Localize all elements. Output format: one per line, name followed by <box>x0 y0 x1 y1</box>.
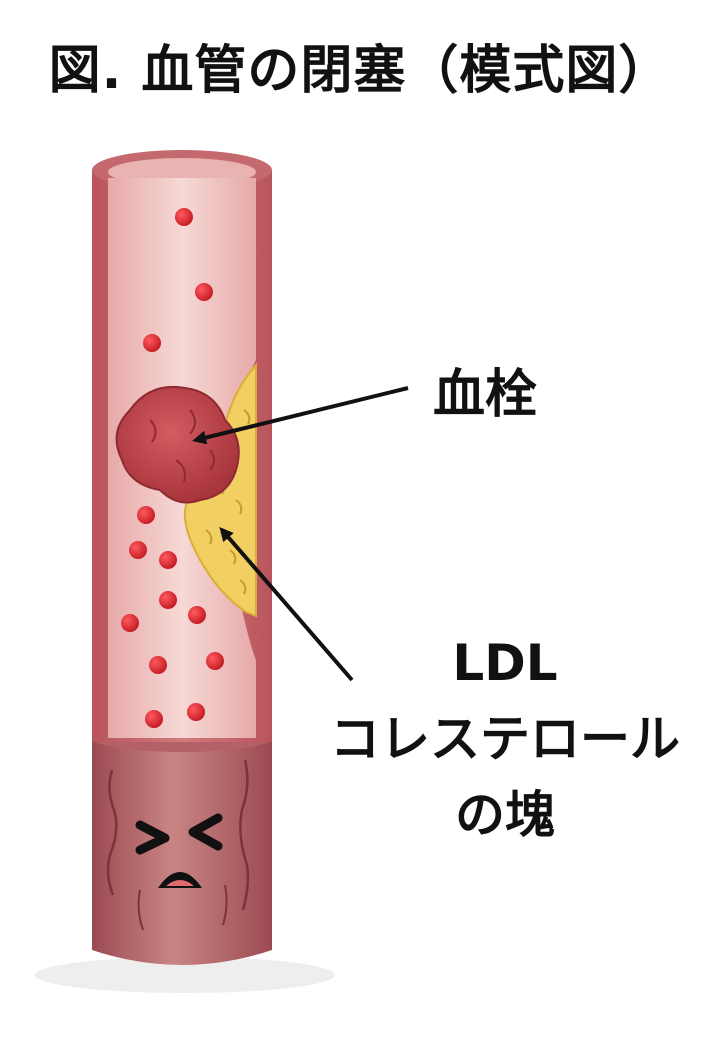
blood-cell <box>188 606 206 624</box>
blood-cell <box>137 506 155 524</box>
vessel-outer-section <box>92 724 272 965</box>
plaque-arrow <box>219 526 354 682</box>
blood-cell <box>195 283 213 301</box>
ldl-label-line3: の塊 <box>455 786 555 844</box>
ground-shadow <box>35 957 335 993</box>
blood-cell <box>175 208 193 226</box>
ldl-label: LDL コレステロール の塊 <box>300 625 710 853</box>
blood-cell <box>187 703 205 721</box>
blood-cell <box>159 551 177 569</box>
blood-cells <box>121 208 224 728</box>
blood-cell <box>149 656 167 674</box>
blood-cell <box>143 334 161 352</box>
ldl-label-line1: LDL <box>452 634 558 692</box>
blood-cell <box>121 614 139 632</box>
distressed-face-icon <box>135 813 223 888</box>
clot-label: 血栓 <box>432 365 537 425</box>
blood-cell <box>129 541 147 559</box>
blood-cell <box>159 591 177 609</box>
ldl-label-line2: コレステロール <box>330 710 680 768</box>
diagram-title: 図. 血管の閉塞（模式図） <box>48 41 672 101</box>
blood-clot <box>115 386 240 504</box>
blood-cell <box>206 652 224 670</box>
blood-cell <box>145 710 163 728</box>
clot-arrow <box>192 386 409 445</box>
